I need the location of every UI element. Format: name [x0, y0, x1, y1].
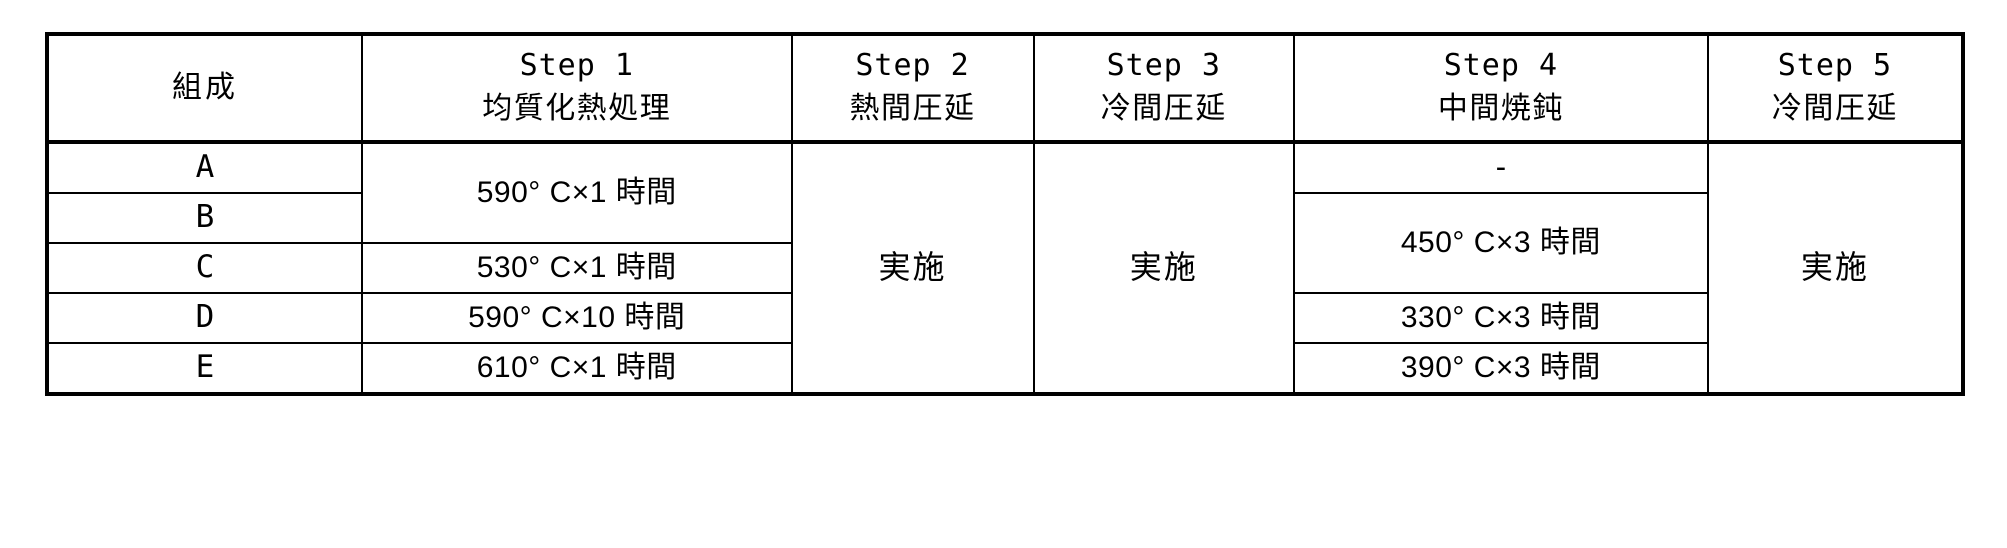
cell-composition-c: C: [46, 242, 363, 294]
table-row: A 590° C×1 時間 実施 実施 - 実施: [46, 141, 1965, 395]
header-step5-name: 冷間圧延: [1771, 92, 1898, 125]
table-row: B 450° C×3 時間: [46, 192, 1963, 294]
header-step1: Step 1 均質化熱処理: [360, 33, 793, 144]
header-composition: 組成: [46, 33, 363, 144]
cell-step1-c: 530° C×1 時間: [360, 242, 793, 294]
header-step3: Step 3 冷間圧延: [1032, 33, 1295, 144]
table-row: E 610° C×1 時間 390° C×3 時間: [46, 342, 1963, 395]
header-step4: Step 4 中間焼鈍: [1292, 33, 1709, 144]
table-row: D 590° C×10 時間 330° C×3 時間: [46, 292, 1963, 344]
cell-composition-a: A: [46, 141, 363, 194]
cell-composition-b: B: [46, 192, 363, 244]
cell-step4-e: 390° C×3 時間: [1292, 342, 1709, 395]
header-step1-step: Step 1: [519, 48, 634, 84]
header-step4-step: Step 4: [1443, 48, 1559, 84]
header-step2-step: Step 2: [855, 48, 970, 84]
cell-step2-all: 実施: [790, 141, 1035, 395]
header-step5-step: Step 5: [1777, 48, 1893, 84]
process-table: 組成 Step 1 均質化熱処理 Step 2 熱間圧延 Step 3 冷間圧延: [45, 32, 1965, 396]
header-step2: Step 2 熱間圧延: [790, 33, 1035, 144]
cell-step5-all: 実施: [1706, 141, 1965, 395]
table-row: C 530° C×1 時間: [46, 242, 1963, 294]
cell-step1-ab: 590° C×1 時間: [360, 141, 793, 244]
cell-step3-all: 実施: [1032, 141, 1295, 395]
cell-step4-a: -: [1292, 141, 1709, 194]
cell-step4-d: 330° C×3 時間: [1292, 292, 1709, 344]
header-step3-name: 冷間圧延: [1100, 92, 1227, 125]
cell-step1-d: 590° C×10 時間: [360, 292, 793, 344]
header-step4-name: 中間焼鈍: [1437, 92, 1564, 125]
header-step3-step: Step 3: [1106, 48, 1221, 84]
cell-composition-e: E: [46, 342, 363, 395]
table-header-row: 組成 Step 1 均質化熱処理 Step 2 熱間圧延 Step 3 冷間圧延: [46, 33, 1965, 144]
cell-step1-e: 610° C×1 時間: [360, 342, 793, 395]
header-step2-name: 熱間圧延: [849, 92, 976, 125]
cell-step4-bc: 450° C×3 時間: [1292, 192, 1709, 294]
header-step1-name: 均質化熱処理: [482, 92, 672, 125]
header-step5: Step 5 冷間圧延: [1706, 33, 1965, 144]
header-composition-label: 組成: [171, 70, 238, 104]
process-table-container: 組成 Step 1 均質化熱処理 Step 2 熱間圧延 Step 3 冷間圧延: [45, 32, 1965, 396]
cell-composition-d: D: [46, 292, 363, 344]
